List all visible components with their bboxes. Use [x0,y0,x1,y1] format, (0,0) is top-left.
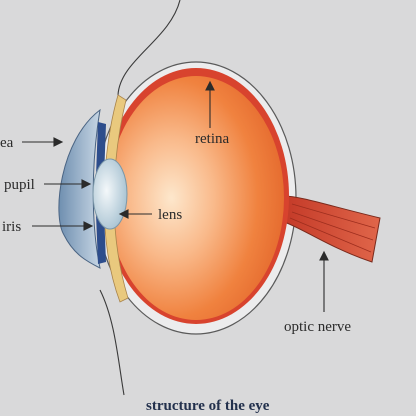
label-iris: iris [2,219,21,235]
label-cornea: ea [0,135,14,151]
retina-arrowhead [205,80,215,91]
optic-nerve-arrowhead [319,250,329,261]
label-lens: lens [158,207,182,223]
label-optic-nerve: optic nerve [284,319,351,335]
vitreous-body [108,76,284,320]
face-outline-top [117,0,181,96]
label-pupil: pupil [4,177,35,193]
cornea-arrowhead [53,137,64,147]
label-arrows [22,80,329,312]
lens-arrowhead [118,209,129,219]
optic-nerve-fibers [289,203,376,253]
face-outline-bottom [99,289,125,396]
label-retina: retina [195,131,229,147]
lens [92,158,128,230]
diagram-caption: structure of the eye [146,398,270,414]
iris-arrowhead [83,221,94,231]
pupil-arrowhead [81,179,92,189]
